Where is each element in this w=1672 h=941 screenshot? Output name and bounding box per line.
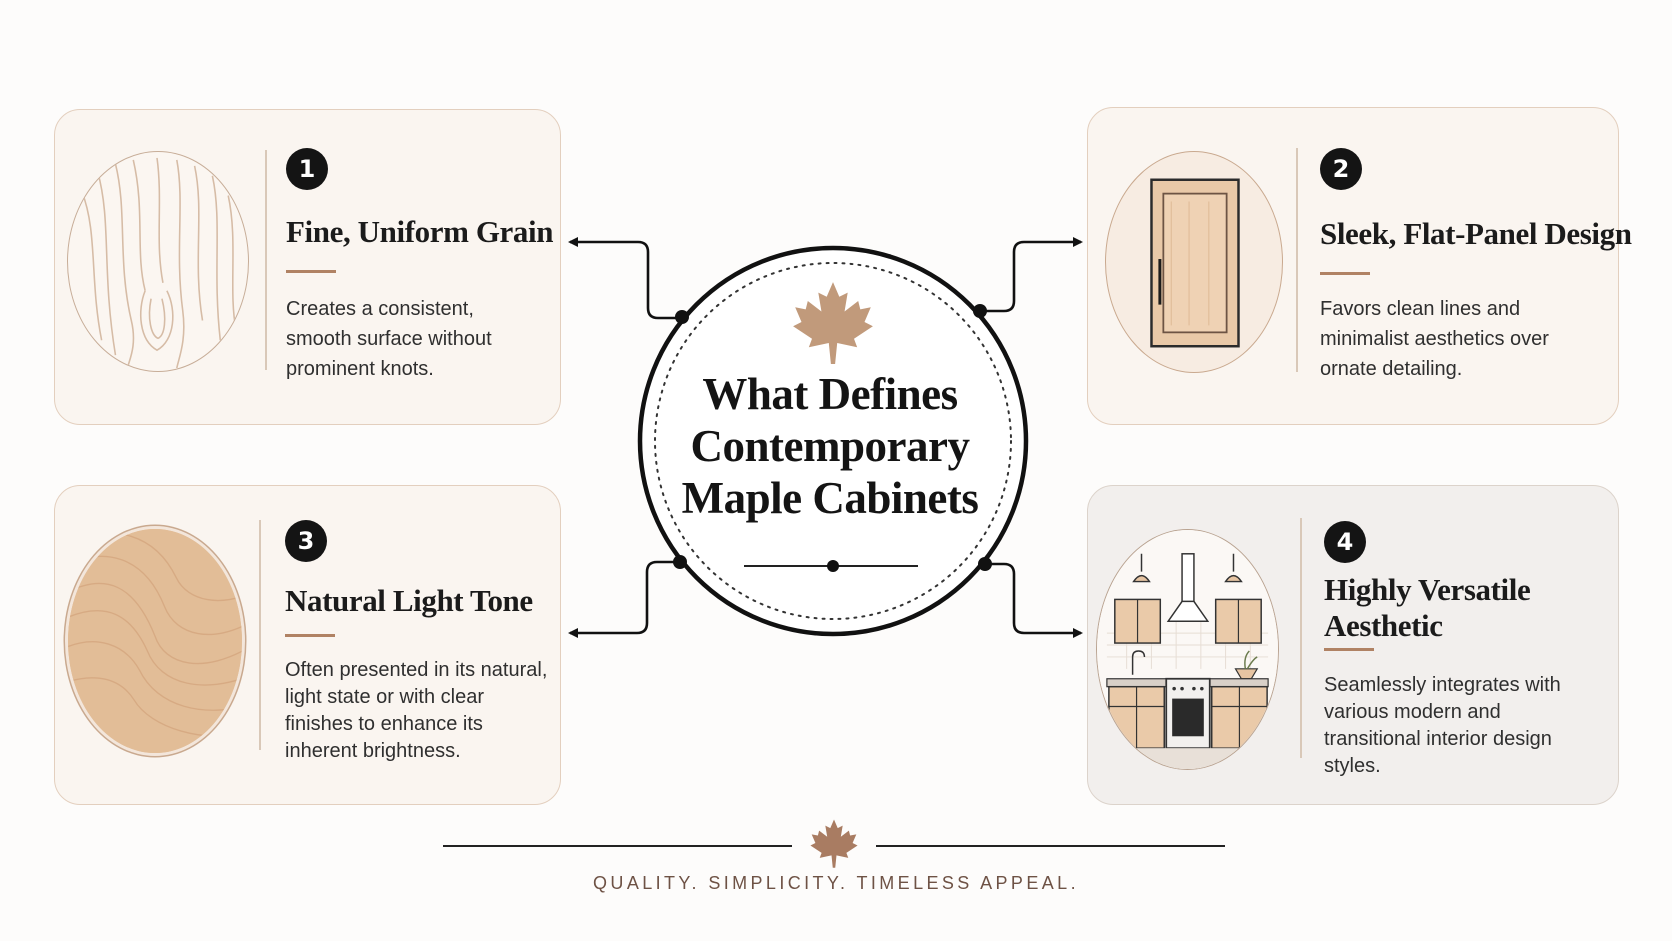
feature-card-1: 1 Fine, Uniform Grain Creates a consiste…	[54, 109, 561, 425]
title-underline	[285, 634, 335, 637]
card-title: Fine, Uniform Grain	[286, 214, 554, 249]
maple-leaf-icon	[793, 282, 873, 364]
cabinet-door-icon	[1105, 151, 1283, 373]
card-title: Highly Versatile Aesthetic	[1324, 572, 1531, 643]
step-number-badge: 2	[1320, 148, 1362, 190]
card-title: Sleek, Flat-Panel Design	[1320, 216, 1632, 251]
connector-lines	[568, 237, 1083, 638]
card-description: Often presented in its natural, light st…	[285, 659, 548, 762]
footer-maple-leaf-icon	[810, 819, 858, 868]
feature-card-3: 3 Natural Light Tone Often presented in …	[54, 485, 561, 805]
feature-card-4: 4 Highly Versatile Aesthetic Seamlessly …	[1087, 485, 1619, 805]
title-underline	[286, 270, 336, 273]
tagline: QUALITY. SIMPLICITY. TIMELESS APPEAL.	[593, 873, 1079, 893]
step-number-badge: 4	[1324, 521, 1366, 563]
step-number-badge: 1	[286, 148, 328, 190]
step-number-badge: 3	[285, 520, 327, 562]
kitchen-scene-icon	[1096, 529, 1279, 770]
maple-veneer-icon	[65, 526, 245, 756]
diagram-title: What Defines Contemporary Maple Cabinets	[681, 369, 979, 523]
card-description: Seamlessly integrates with various moder…	[1324, 674, 1561, 777]
center-emblem	[637, 245, 1029, 637]
card-description: Creates a consistent, smooth surface wit…	[286, 298, 492, 380]
title-underline	[1320, 272, 1370, 275]
card-description: Favors clean lines and minimalist aesthe…	[1320, 298, 1549, 380]
title-underline	[1324, 648, 1374, 651]
card-title: Natural Light Tone	[285, 583, 533, 618]
feature-card-2: 2 Sleek, Flat-Panel Design Favors clean …	[1087, 107, 1632, 425]
wood-grain-icon	[67, 151, 249, 372]
